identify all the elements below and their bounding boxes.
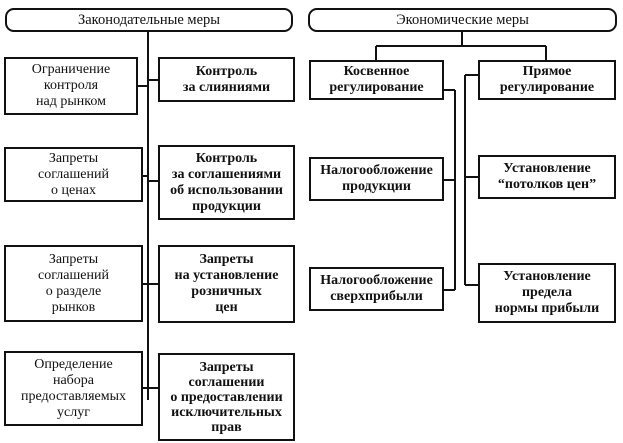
legislative-right-box-4: Запреты соглашении о предоставлении искл… bbox=[158, 353, 295, 441]
legislative-right-box-1: Контроль за слияниями bbox=[158, 57, 295, 102]
legislative-left-box-2: Запреты соглашений о ценах bbox=[4, 147, 143, 202]
direct-item-box-1: Установление “потолков цен” bbox=[478, 155, 616, 199]
legislative-right-box-2: Контроль за соглашениями об использовани… bbox=[158, 145, 295, 220]
legislative-left-box-1: Ограничение контроля над рынком bbox=[4, 57, 138, 115]
economic-header: Экономические меры bbox=[308, 8, 617, 32]
direct-item-box-2: Установление предела нормы прибыли bbox=[478, 263, 616, 323]
legislative-left-box-3: Запреты соглашений о разделе рынков bbox=[4, 245, 143, 322]
indirect-regulation-box: Косвенное регулирование bbox=[309, 60, 444, 100]
indirect-item-box-2: Налогообложение сверхприбыли bbox=[309, 267, 444, 311]
legislative-right-box-3: Запреты на установление розничных цен bbox=[158, 245, 295, 323]
legislative-header: Законодательные меры bbox=[5, 8, 293, 32]
legislative-left-box-4: Определение набора предоставляемых услуг bbox=[4, 351, 143, 426]
direct-regulation-box: Прямое регулирование bbox=[478, 60, 616, 100]
indirect-item-box-1: Налогообложение продукции bbox=[309, 157, 444, 201]
